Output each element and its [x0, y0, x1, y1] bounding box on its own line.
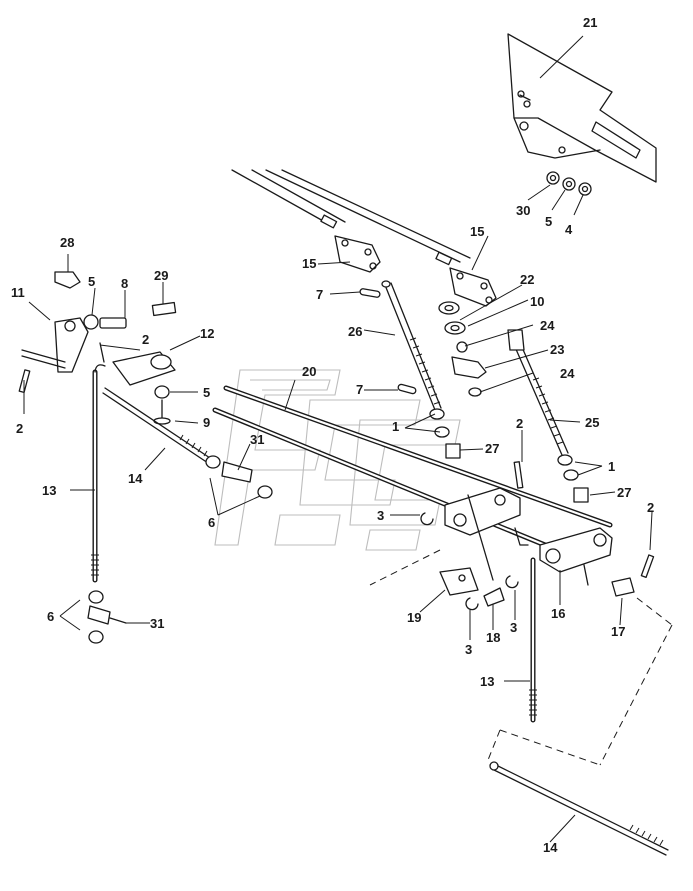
- callout-13: 13: [42, 483, 56, 498]
- callout-15: 15: [302, 256, 316, 271]
- callout-26: 26: [348, 324, 362, 339]
- callout-5: 5: [88, 274, 95, 289]
- callout-3: 3: [465, 642, 472, 657]
- callout-3: 3: [510, 620, 517, 635]
- callout-24: 24: [560, 366, 575, 381]
- callout-29: 29: [154, 268, 168, 283]
- cable-clamps: [334, 235, 497, 307]
- leader-lines: [23, 35, 653, 843]
- right-linkage: [420, 461, 655, 723]
- callout-22: 22: [520, 272, 534, 287]
- callout-8: 8: [121, 276, 128, 291]
- callout-7: 7: [356, 382, 363, 397]
- bracket-plate: [507, 33, 657, 183]
- callout-2: 2: [16, 421, 23, 436]
- main-rods: [212, 385, 613, 548]
- callout-27: 27: [617, 485, 631, 500]
- callout-23: 23: [550, 342, 564, 357]
- callout-9: 9: [203, 415, 210, 430]
- control-cables: [231, 169, 471, 266]
- nuts-washers-group: [546, 171, 592, 196]
- callout-6: 6: [47, 609, 54, 624]
- bottom-rod: [489, 761, 669, 856]
- watermark-logo: [214, 369, 461, 551]
- callout-3: 3: [377, 508, 384, 523]
- callout-16: 16: [551, 606, 565, 621]
- callout-30: 30: [516, 203, 530, 218]
- callout-2: 2: [516, 416, 523, 431]
- callout-1: 1: [608, 459, 615, 474]
- callout-17: 17: [611, 624, 625, 639]
- callout-21: 21: [583, 15, 597, 30]
- callout-13: 13: [480, 674, 494, 689]
- callout-6: 6: [208, 515, 215, 530]
- callout-11: 11: [11, 285, 25, 300]
- callout-28: 28: [60, 235, 74, 250]
- callout-24: 24: [540, 318, 555, 333]
- callout-14: 14: [543, 840, 558, 855]
- callout-5: 5: [545, 214, 552, 229]
- callout-15: 15: [470, 224, 484, 239]
- callout-1: 1: [392, 419, 399, 434]
- callout-27: 27: [485, 441, 499, 456]
- callout-10: 10: [530, 294, 544, 309]
- callout-labels: 21 30 5 4 28 5 8 29 11 2 12 2 5 9 15 15 …: [11, 15, 654, 855]
- callout-4: 4: [565, 222, 573, 237]
- callout-5: 5: [203, 385, 210, 400]
- rod-nuts: [429, 408, 589, 503]
- linkage-small-parts: [438, 301, 487, 397]
- callout-31: 31: [250, 432, 264, 447]
- callout-7: 7: [316, 287, 323, 302]
- callout-31: 31: [150, 616, 164, 631]
- left-linkage: [18, 271, 273, 644]
- callout-12: 12: [200, 326, 214, 341]
- callout-25: 25: [585, 415, 599, 430]
- pins: [151, 288, 417, 395]
- callout-19: 19: [407, 610, 421, 625]
- callout-2: 2: [142, 332, 149, 347]
- callout-2: 2: [647, 500, 654, 515]
- callout-14: 14: [128, 471, 143, 486]
- reference-dashes: [369, 549, 673, 766]
- callout-20: 20: [302, 364, 316, 379]
- callout-18: 18: [486, 630, 500, 645]
